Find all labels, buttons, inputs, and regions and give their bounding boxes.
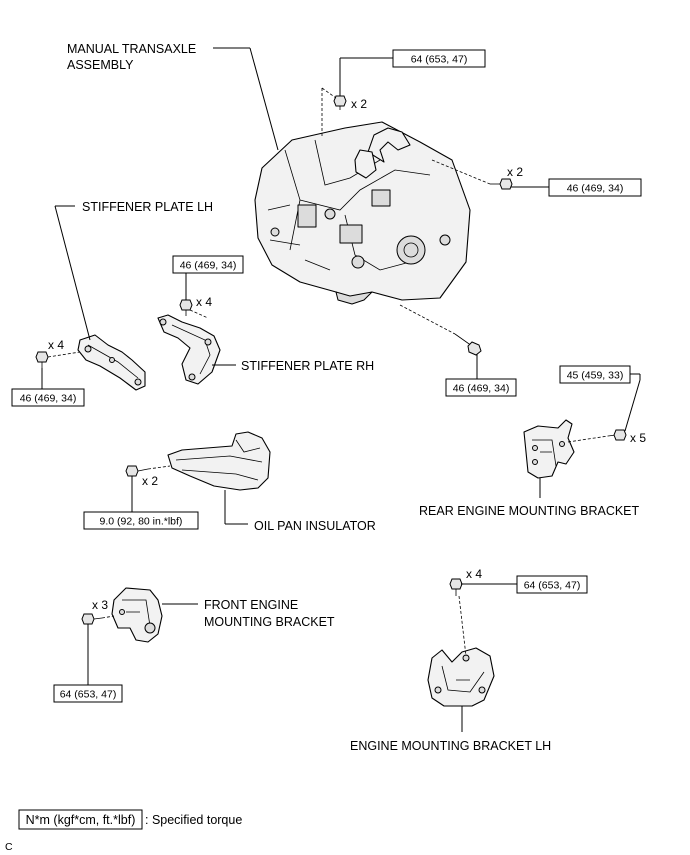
quantity-oil-pan: x 2 [142,474,158,488]
label-stiffener-plate-lh: STIFFENER PLATE LH [82,200,213,214]
figure-code: C [5,841,13,853]
stiffener-plate-lh-illustration [77,334,146,391]
oil-pan-bolt-icon [125,465,149,477]
torque-value-rear-bracket: 45 (459, 33) [567,370,624,382]
engine-mounting-bracket-lh-illustration [427,647,495,707]
stiffener-lh-bolt-icon [35,351,49,368]
label-oil-pan-insulator: OIL PAN INSULATOR [254,519,376,533]
front-engine-mounting-bracket-illustration [111,587,163,643]
engine-bracket-lh-bolt-icon [449,578,463,596]
quantity-transaxle-top: x 2 [351,97,367,111]
torque-box-stiffener-lh: 46 (469, 34) [11,388,85,407]
legend-description: : Specified torque [145,813,242,827]
quantity-engine-bracket-lh: x 4 [466,567,482,581]
label-stiffener-plate-rh: STIFFENER PLATE RH [241,359,374,373]
transaxle-right-bolt-icon [490,178,513,190]
oil-pan-insulator-illustration [167,431,271,491]
torque-value-front-bracket: 64 (653, 47) [60,689,117,701]
torque-legend: N*m (kgf*cm, ft.*lbf) : Specified torque [18,809,242,830]
transaxle-bottom-bolt-icon [454,333,482,356]
torque-box-engine-bracket-lh: 64 (653, 47) [516,575,588,594]
torque-value-stiffener-lh: 46 (469, 34) [20,393,77,405]
torque-value-transaxle-bottom: 46 (469, 34) [453,383,510,395]
label-front-engine-mounting-bracket-line1: FRONT ENGINE [204,598,298,612]
label-front-engine-mounting-bracket-line2: MOUNTING BRACKET [204,615,335,629]
rear-engine-mounting-bracket-illustration [523,419,575,479]
label-rear-engine-mounting-bracket: REAR ENGINE MOUNTING BRACKET [419,504,640,518]
quantity-front-bracket: x 3 [92,598,108,612]
quantity-rear-bracket: x 5 [630,431,646,445]
quantity-transaxle-right: x 2 [507,165,523,179]
torque-box-front-bracket: 64 (653, 47) [53,684,123,703]
stiffener-plate-rh-illustration [157,314,221,385]
rear-bracket-bolt-icon [607,429,627,441]
manual-transaxle-assembly-illustration [254,121,471,305]
quantity-stiffener-rh: x 4 [196,295,212,309]
torque-value-transaxle-top: 64 (653, 47) [411,54,468,66]
torque-value-engine-bracket-lh: 64 (653, 47) [524,580,581,592]
label-manual-transaxle-line2: ASSEMBLY [67,58,134,72]
label-engine-mounting-bracket-lh: ENGINE MOUNTING BRACKET LH [350,739,551,753]
torque-value-transaxle-right: 46 (469, 34) [567,183,624,195]
torque-value-oil-pan: 9.0 (92, 80 in.*lbf) [100,516,183,528]
torque-box-oil-pan: 9.0 (92, 80 in.*lbf) [83,511,199,530]
torque-box-transaxle-right: 46 (469, 34) [548,178,642,197]
torque-box-rear-bracket: 45 (459, 33) [559,365,631,384]
torque-box-transaxle-bottom: 46 (469, 34) [445,378,517,397]
torque-value-stiffener-rh: 46 (469, 34) [180,260,237,272]
transaxle-top-bolt-icon [333,95,347,110]
quantity-stiffener-lh: x 4 [48,338,64,352]
torque-box-stiffener-rh: 46 (469, 34) [172,255,244,274]
legend-unit-box-text: N*m (kgf*cm, ft.*lbf) [26,813,136,827]
stiffener-rh-bolt-icon [179,299,193,316]
label-manual-transaxle-line1: MANUAL TRANSAXLE [67,42,196,56]
front-bracket-bolt-icon [81,613,103,625]
torque-box-transaxle-top: 64 (653, 47) [392,49,486,68]
